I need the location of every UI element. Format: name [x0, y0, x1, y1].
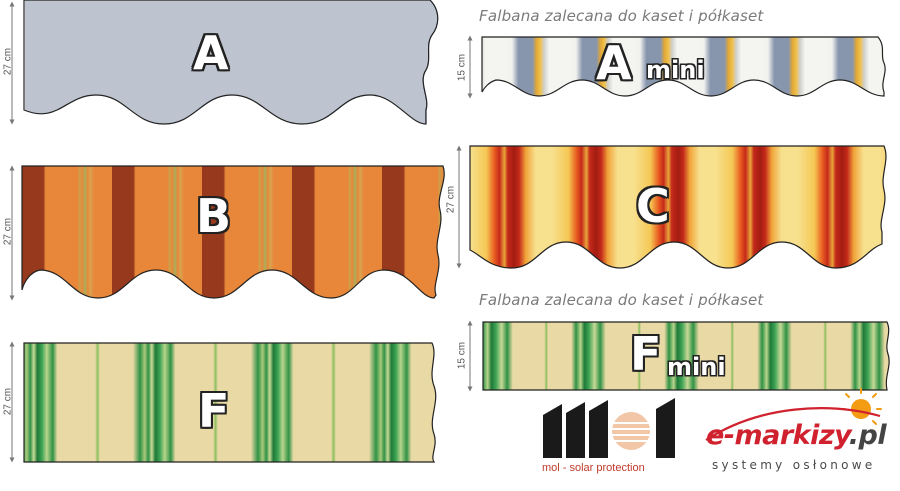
- swatch-label-c: C: [636, 179, 670, 233]
- swatch-suffix-a-mini: mini: [646, 56, 705, 84]
- dimension-label-a: 27 cm: [2, 47, 14, 76]
- dimension-label-c: 27 cm: [445, 185, 457, 214]
- cassette-note-top: Falbana zalecana do kaset i półkaset: [479, 7, 764, 25]
- swatch-a: [23, 0, 439, 125]
- swatch-label-f: F: [198, 384, 230, 438]
- dimension-label-b: 27 cm: [2, 217, 14, 246]
- emarkizy-logo: e-markizy.pl: [706, 420, 887, 454]
- swatch-b: [21, 165, 445, 299]
- mol-logo-icon: [543, 398, 675, 458]
- emarkizy-name: e-markizy: [706, 420, 849, 451]
- swatch-label-a-mini: A: [596, 36, 632, 90]
- emarkizy-domain: .pl: [848, 420, 887, 451]
- sun-icon: [705, 388, 882, 441]
- dimension-label-f-mini: 15 cm: [456, 341, 468, 370]
- swatch-label-a: A: [193, 26, 229, 80]
- swatch-label-b: B: [196, 189, 232, 243]
- swatch-f: [23, 342, 437, 463]
- cassette-note-bottom: Falbana zalecana do kaset i półkaset: [479, 291, 764, 309]
- swatch-suffix-f-mini: mini: [667, 353, 726, 381]
- swatch-label-f-mini: F: [630, 327, 662, 381]
- dimension-label-a-mini: 15 cm: [456, 53, 468, 82]
- mol-caption: mol - solar protection: [542, 462, 645, 474]
- dimension-label-f: 27 cm: [2, 387, 14, 416]
- swatch-a-mini: [481, 36, 886, 97]
- swatch-c: [469, 145, 887, 269]
- emarkizy-tagline: systemy osłonowe: [712, 458, 876, 472]
- swatch-f-mini: [482, 321, 890, 391]
